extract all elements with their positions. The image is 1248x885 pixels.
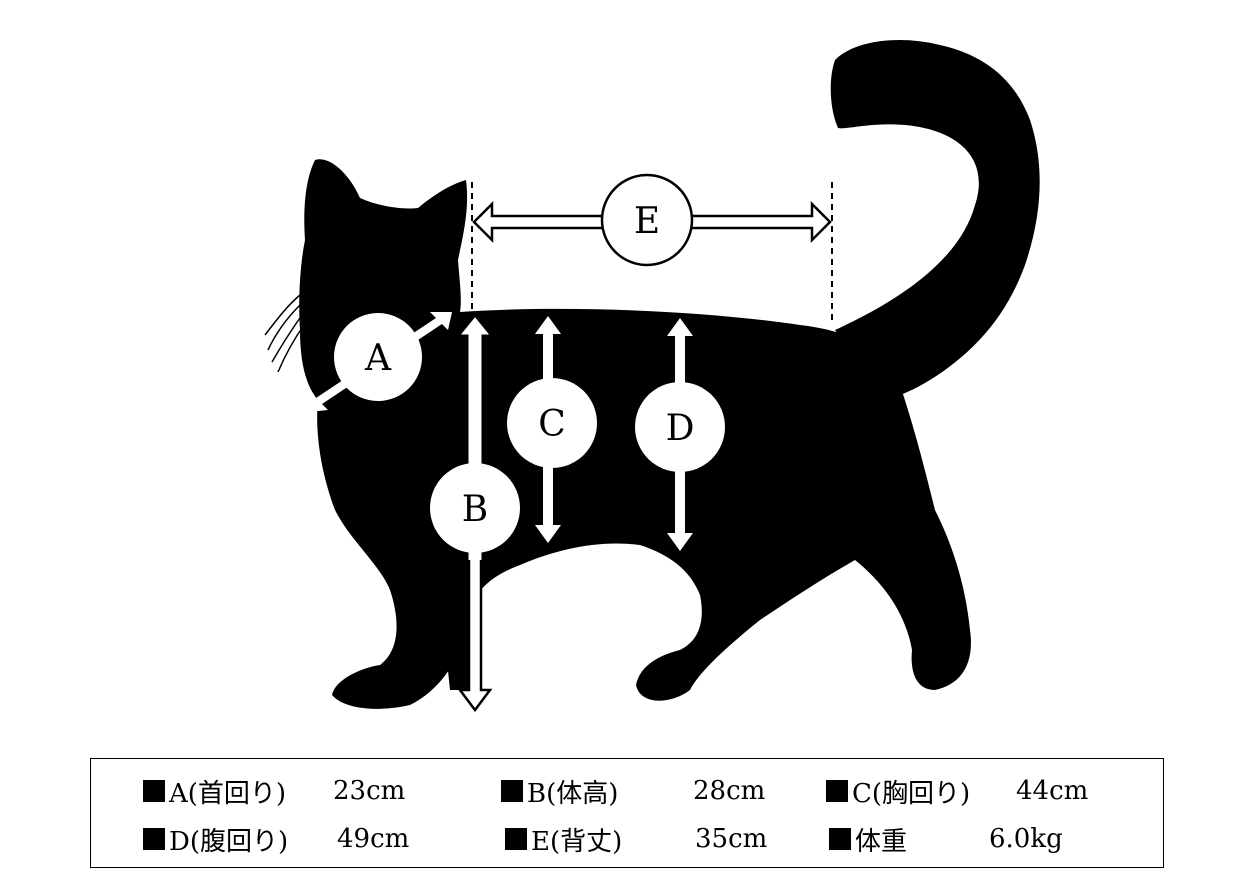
legend-item-e: E(背丈)	[505, 819, 622, 859]
marker-d-label: D	[666, 408, 695, 449]
whiskers	[264, 294, 305, 373]
marker-e: E	[600, 173, 694, 267]
square-bullet-icon	[826, 780, 848, 802]
legend-row-1: A(首回り) 23cm B(体高) 28cm C(胸回り) 44cm	[91, 771, 1163, 811]
marker-a-label: A	[364, 338, 392, 379]
marker-c-label: C	[538, 404, 566, 445]
legend-item-d: D(腹回り)	[143, 819, 288, 859]
square-bullet-icon	[501, 780, 523, 802]
legend-value-b: 28cm	[693, 776, 766, 806]
square-bullet-icon	[829, 828, 851, 850]
legend-row-2: D(腹回り) 49cm E(背丈) 35cm 体重 6.0kg	[91, 819, 1163, 859]
square-bullet-icon	[143, 828, 165, 850]
square-bullet-icon	[143, 780, 165, 802]
legend-label-b: B(体高)	[527, 778, 619, 809]
legend-item-a: A(首回り)	[143, 771, 286, 811]
legend-value-e: 35cm	[695, 824, 768, 854]
legend-item-c: C(胸回り)	[826, 771, 970, 811]
cat-front-legs	[430, 560, 480, 690]
marker-b-label: B	[462, 489, 488, 530]
marker-e-label: E	[634, 201, 660, 242]
legend-value-a: 23cm	[333, 776, 406, 806]
marker-a: A	[334, 313, 422, 401]
marker-d: D	[635, 382, 725, 472]
legend-value-c: 44cm	[1016, 776, 1089, 806]
legend-label-c: C(胸回り)	[852, 778, 971, 809]
cat-measurement-diagram: A B C D E	[264, 40, 1040, 713]
cat-tail	[830, 40, 1040, 400]
marker-b: B	[430, 463, 520, 553]
legend-item-b: B(体高)	[501, 771, 618, 811]
legend-value-d: 49cm	[337, 824, 410, 854]
legend-item-weight: 体重	[829, 819, 907, 859]
legend-label-weight: 体重	[855, 826, 908, 857]
measurement-legend: A(首回り) 23cm B(体高) 28cm C(胸回り) 44cm D(腹回り…	[90, 758, 1164, 868]
legend-label-a: A(首回り)	[169, 778, 287, 809]
e-guides	[471, 182, 833, 325]
square-bullet-icon	[505, 828, 527, 850]
legend-label-e: E(背丈)	[531, 826, 623, 857]
marker-c: C	[507, 378, 597, 468]
legend-value-weight: 6.0kg	[989, 824, 1063, 854]
legend-label-d: D(腹回り)	[169, 826, 289, 857]
